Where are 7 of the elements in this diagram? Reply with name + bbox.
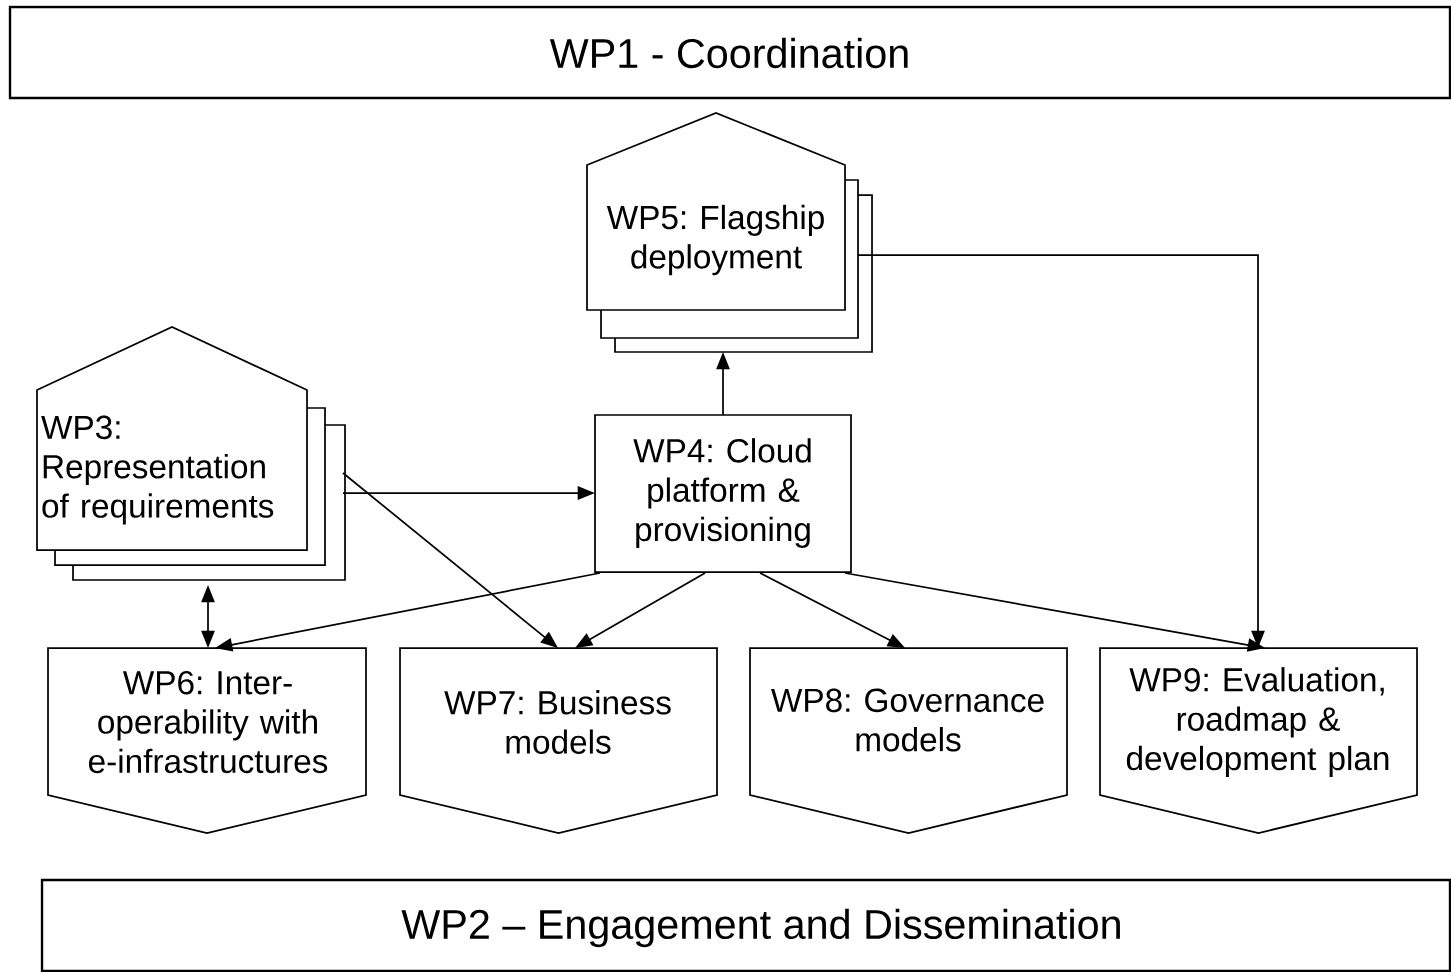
work-package-band: WP1 - Coordination bbox=[8, 5, 1451, 100]
work-package-band: WP2 – Engagement and Dissemination bbox=[40, 878, 1451, 972]
process-box: WP4: Cloud platform & provisioning bbox=[594, 414, 852, 573]
pentagon-box: WP9: Evaluation, roadmap & development plan bbox=[1099, 647, 1418, 834]
pentagon-box: WP6: Inter-operability with e-infrastructures bbox=[47, 647, 367, 834]
pentagon-box: WP8: Governance models bbox=[749, 647, 1068, 834]
pentagon-box: WP7: Business models bbox=[399, 647, 718, 834]
